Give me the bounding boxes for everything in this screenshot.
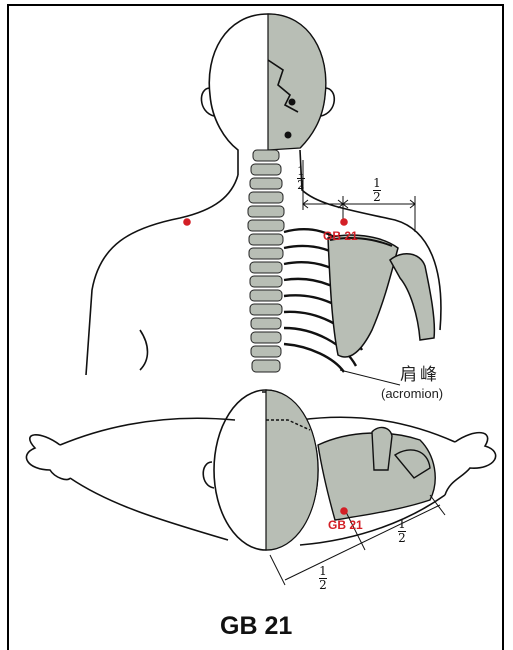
landmark-dot-upper (289, 99, 296, 106)
acupoint-gb21-bottom (340, 507, 348, 515)
fraction-denominator: 2 (297, 180, 305, 191)
fraction-label-neck: 1 2 (297, 166, 305, 191)
acupoint-gb21-right (340, 218, 348, 226)
acromion-chinese-label: 肩峰 (400, 360, 440, 385)
fraction-denominator: 2 (398, 533, 406, 544)
gb21-label-bottom: GB 21 (328, 518, 363, 532)
spine (248, 150, 284, 372)
scapula-and-humerus (328, 235, 434, 357)
acromion-english-label: (acromion) (381, 386, 443, 401)
skull-shading (268, 14, 326, 150)
fraction-label-shoulder: 1 2 (373, 178, 381, 203)
bottom-skull-shading (266, 390, 318, 550)
acromion-leader (340, 370, 400, 385)
gb21-label-top: GB 21 (323, 229, 358, 243)
fraction-numerator: 1 (319, 566, 327, 577)
fraction-numerator: 1 (297, 166, 305, 177)
fraction-label-bottom-right: 1 2 (398, 519, 406, 544)
fraction-label-bottom-left: 1 2 (319, 566, 327, 591)
acupoint-gb21-left (183, 218, 191, 226)
fraction-numerator: 1 (373, 178, 381, 189)
fraction-denominator: 2 (319, 580, 327, 591)
bottom-scapula (318, 427, 435, 520)
fraction-numerator: 1 (398, 519, 406, 530)
fraction-denominator: 2 (373, 192, 381, 203)
landmark-dot-lower (285, 132, 292, 139)
figure-caption: GB 21 (220, 612, 292, 641)
